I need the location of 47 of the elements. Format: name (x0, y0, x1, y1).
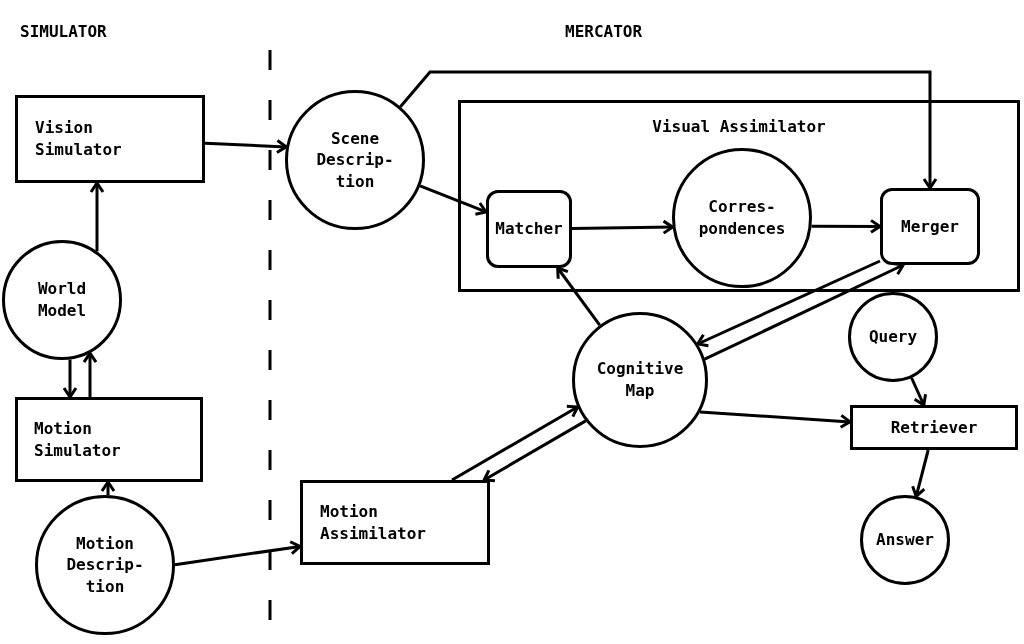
arrow (100, 480, 116, 496)
node-label: Scene Descrip- tion (315, 127, 395, 193)
arrow (696, 259, 881, 348)
process-box (486, 190, 572, 268)
node-label: Motion Descrip- tion (65, 532, 145, 598)
node-label: Answer (876, 529, 934, 551)
node-label: Cognitive Map (595, 358, 685, 402)
data-circle (572, 312, 708, 448)
arrow (204, 139, 288, 154)
node-label: Query (868, 326, 918, 348)
node-label: Retriever (890, 416, 978, 439)
arrow (89, 181, 105, 252)
module-box (458, 100, 1020, 292)
node-label: Corres- pondences (697, 196, 787, 240)
data-circle (285, 90, 425, 230)
arrow (556, 266, 601, 327)
arrow (419, 184, 488, 216)
process-box (300, 480, 490, 565)
process-box (880, 188, 980, 265)
process-box (850, 405, 1018, 450)
data-circle (35, 495, 175, 635)
arrow (911, 449, 930, 498)
arrow (811, 218, 882, 234)
node-label: World Model (36, 278, 88, 322)
group-title: Visual Assimilator (652, 117, 826, 136)
arrow (571, 219, 675, 235)
arrow (451, 404, 580, 482)
process-box (15, 397, 203, 482)
arrow (82, 351, 98, 397)
section-heading: MERCATOR (565, 22, 643, 41)
data-circle (848, 292, 938, 382)
arrow (910, 377, 928, 407)
process-box (15, 95, 205, 183)
arrow (174, 540, 302, 567)
node-label: Vision Simulator (35, 117, 123, 161)
data-circle (2, 240, 122, 360)
arrow (399, 70, 938, 190)
data-circle (672, 148, 812, 288)
node-label: Motion Simulator (34, 417, 122, 462)
node-label: Motion Assimilator (320, 500, 427, 545)
arrow (482, 419, 587, 483)
section-heading: SIMULATOR (20, 22, 107, 41)
node-label: Matcher (495, 218, 563, 240)
data-circle (860, 495, 950, 585)
arrow (699, 410, 852, 429)
arrow (62, 359, 78, 399)
node-label: Merger (901, 215, 959, 238)
